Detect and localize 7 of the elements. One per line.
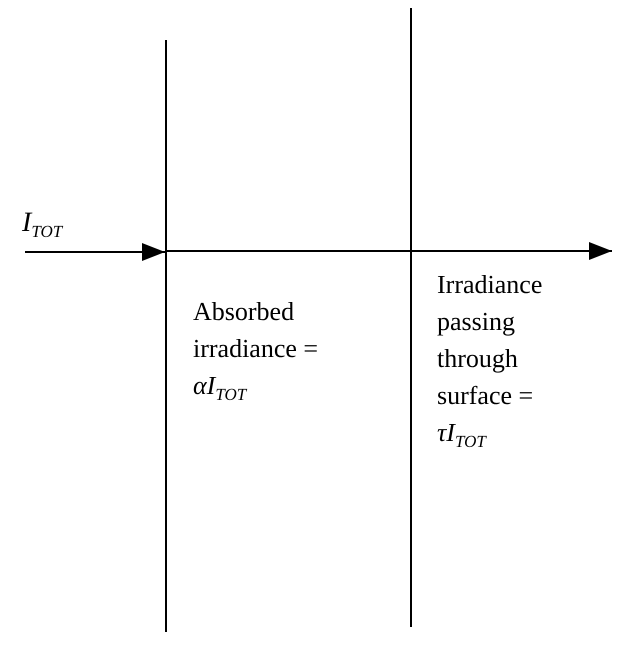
annotation-text: Absorbed irradiance = αI$_{TOT}$ xyxy=(193,296,320,404)
arrow xyxy=(412,242,612,260)
connector-line xyxy=(167,250,410,252)
annotation-text: Irradiance passing through surface = τI$_{TOT}$ xyxy=(437,269,544,451)
arrow xyxy=(25,243,165,261)
surface-line xyxy=(410,8,412,627)
surface-line xyxy=(165,40,167,632)
